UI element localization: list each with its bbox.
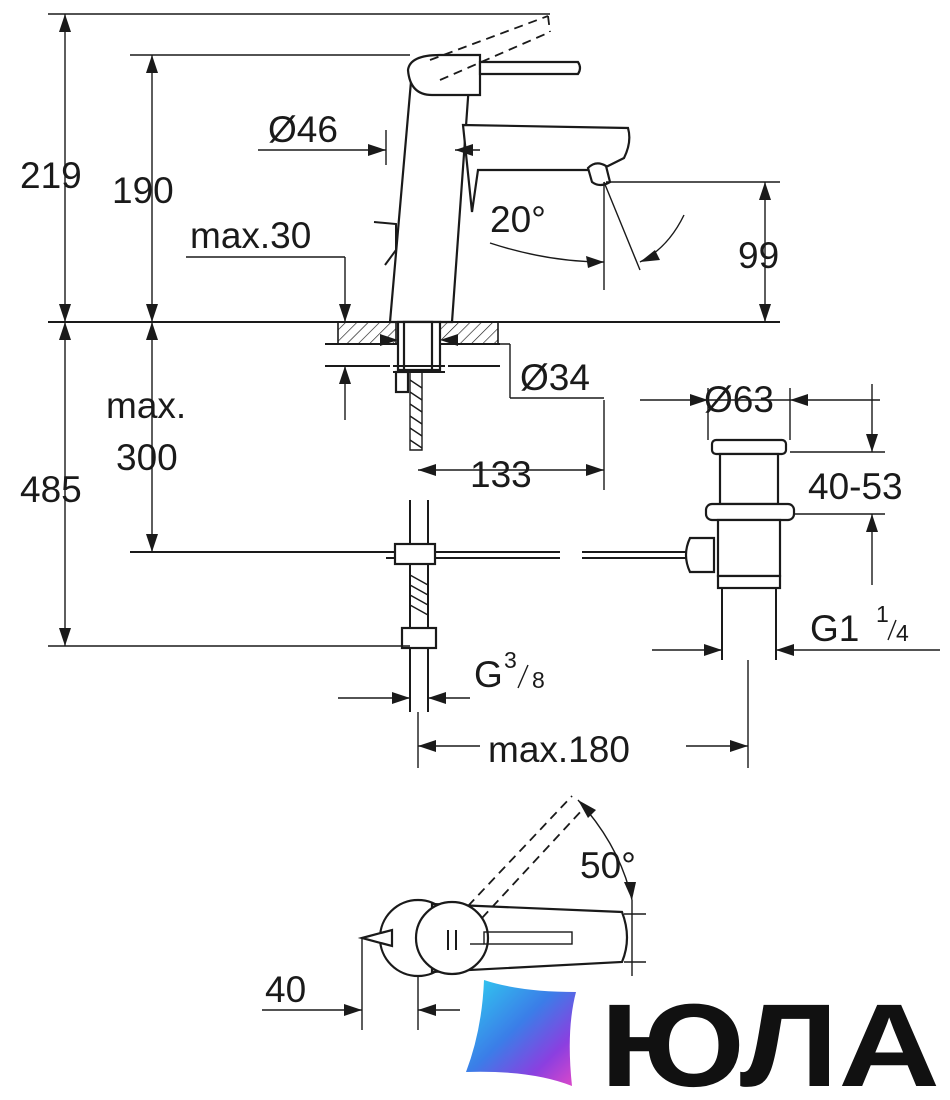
label-max-below-value: 300 [116,437,178,478]
label-lever-rotation: 50° [580,845,636,886]
label-diameter-base: Ø34 [520,357,590,398]
label-supply-thread: G 3 8 [474,647,545,695]
faucet-top-view [262,795,646,1030]
brand-logo-icon [466,980,576,1086]
brand-logo-text: ЮЛА [600,980,940,1100]
waste-body [718,452,780,506]
faucet-lever [478,60,582,76]
label-spout-height: 99 [738,235,779,276]
svg-text:8: 8 [532,667,545,693]
label-max-deck: max.30 [190,215,311,256]
label-diameter-waste: Ø63 [704,379,774,420]
label-spout-angle: 20° [490,199,546,240]
dimension-labels: 219 190 Ø46 max.30 20° 99 Ø34 Ø63 max. 3… [20,109,909,1010]
waste-flange [710,438,788,456]
supply-nut [400,626,438,650]
waste-lower [716,518,782,578]
dimension-lines [48,13,940,768]
label-lever-offset: 40 [265,969,306,1010]
label-diameter-body: Ø46 [268,109,338,150]
waste-tail [716,574,782,590]
label-waste-thread: G1 1 4 [810,601,909,649]
top-view-lever-rotated [467,795,573,907]
label-reach: 133 [470,454,532,495]
label-waste-range: 40-53 [808,466,903,507]
svg-text:3: 3 [504,647,517,673]
label-max-below: max. [106,385,186,426]
svg-text:G1: G1 [810,608,859,649]
lever-raised-outline [429,15,549,61]
faucet-spout [461,123,631,213]
threaded-rod [409,371,423,451]
popup-rod [373,221,397,266]
faucet-lever-cap [406,53,482,97]
label-lever-height: 190 [112,170,174,211]
svg-text:1: 1 [876,601,889,627]
label-total-height: 219 [20,155,82,196]
waste-pivot-nut [684,536,716,574]
waste-locknut [704,502,796,522]
svg-text:4: 4 [896,620,909,646]
pull-rod-clamp [393,542,437,566]
faucet-side-view [48,15,796,712]
faucet-body [388,68,472,324]
brand-logo: ЮЛА [466,980,940,1100]
label-max-pullrod: max.180 [488,729,630,770]
label-below-height: 485 [20,469,82,510]
svg-text:G: G [474,654,503,695]
